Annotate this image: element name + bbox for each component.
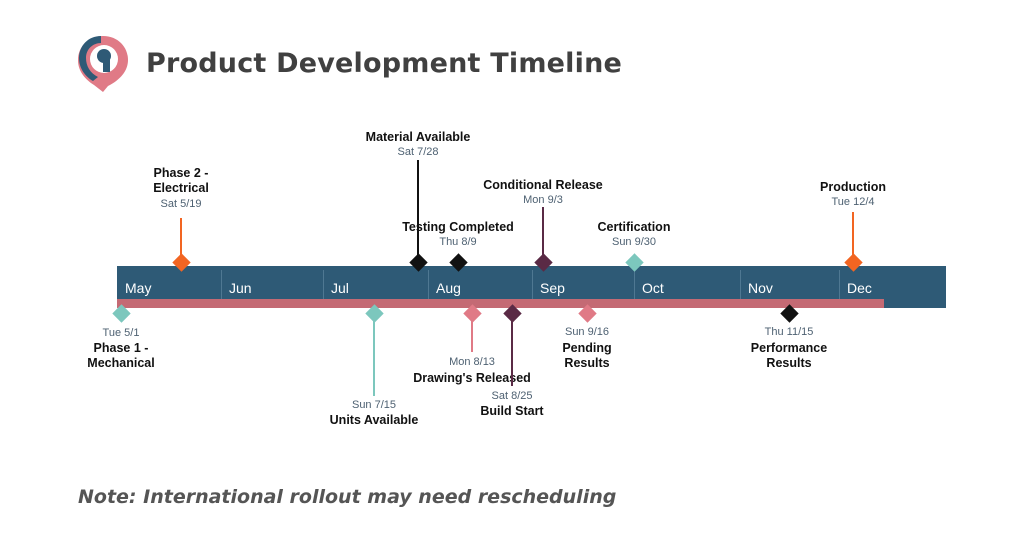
milestone-title-line: Performance (750, 341, 828, 355)
conditional-release-date: Mon 9/3 (523, 194, 563, 206)
build-start-date: Sat 8/25 (491, 390, 533, 402)
phase-1-mechanical-title: Phase 1 -Mechanical (87, 341, 154, 371)
pending-results-date: Sun 9/16 (564, 326, 610, 338)
page-title: Product Development Timeline (146, 48, 623, 79)
month-divider (740, 270, 741, 299)
build-start-connector (511, 313, 513, 386)
month-divider (428, 270, 429, 299)
month-label-sep: Sep (540, 280, 565, 296)
milestone-title-line: Testing Completed (402, 220, 514, 234)
testing-completed-title: Testing Completed (402, 220, 514, 235)
location-pin-logo-icon (78, 36, 128, 92)
milestone-title-line: Production (820, 180, 886, 194)
month-label-oct: Oct (642, 280, 664, 296)
month-label-dec: Dec (847, 280, 872, 296)
milestone-title-line: Units Available (329, 413, 419, 427)
milestone-title-line: Drawing's Released (413, 371, 531, 385)
drawing-s-released-title: Drawing's Released (413, 371, 531, 386)
milestone-title-line: Mechanical (87, 356, 155, 370)
units-available-date: Sun 7/15 (351, 399, 397, 411)
rescheduling-note: Note: International rollout may need res… (78, 486, 617, 508)
units-available-connector (373, 313, 375, 396)
month-label-jul: Jul (331, 280, 349, 296)
production-title: Production (820, 180, 886, 195)
milestone-title-line: Material Available (365, 130, 471, 144)
production-date: Tue 12/4 (831, 196, 875, 208)
month-divider (634, 270, 635, 299)
milestone-title-line: Pending (562, 341, 612, 355)
month-divider (323, 270, 324, 299)
milestone-title-line: Conditional Release (483, 178, 603, 192)
month-divider (221, 270, 222, 299)
performance-results-date: Thu 11/15 (764, 326, 814, 338)
milestone-title-line: Phase 1 - (93, 341, 149, 355)
milestone-title-line: Results (766, 356, 812, 370)
phase-2-electrical-title: Phase 2 -Electrical (153, 166, 209, 196)
conditional-release-title: Conditional Release (483, 178, 602, 193)
drawing-s-released-date: Mon 8/13 (449, 356, 495, 368)
month-label-may: May (125, 280, 152, 296)
drawing-s-released-connector (471, 313, 473, 352)
month-divider (839, 270, 840, 299)
certification-title: Certification (598, 220, 671, 235)
material-available-date: Sat 7/28 (397, 146, 439, 158)
milestone-title-line: Build Start (480, 404, 544, 418)
material-available-connector (417, 160, 419, 262)
material-available-title: Material Available (366, 130, 471, 145)
timeline-progress-bar (117, 299, 884, 308)
testing-completed-date: Thu 8/9 (439, 236, 477, 248)
conditional-release-connector (542, 207, 544, 262)
milestone-title-line: Results (564, 356, 610, 370)
units-available-title: Units Available (330, 413, 419, 428)
month-divider (532, 270, 533, 299)
build-start-title: Build Start (480, 404, 543, 419)
month-label-nov: Nov (748, 280, 773, 296)
milestone-title-line: Phase 2 - (153, 166, 209, 180)
month-label-aug: Aug (436, 280, 461, 296)
phase-1-mechanical-date: Tue 5/1 (102, 327, 140, 339)
phase-2-electrical-connector (180, 218, 182, 262)
production-connector (852, 212, 854, 262)
milestone-title-line: Certification (597, 220, 671, 234)
month-label-jun: Jun (229, 280, 252, 296)
milestone-title-line: Electrical (153, 181, 209, 195)
phase-2-electrical-date: Sat 5/19 (160, 198, 202, 210)
certification-date: Sun 9/30 (611, 236, 657, 248)
